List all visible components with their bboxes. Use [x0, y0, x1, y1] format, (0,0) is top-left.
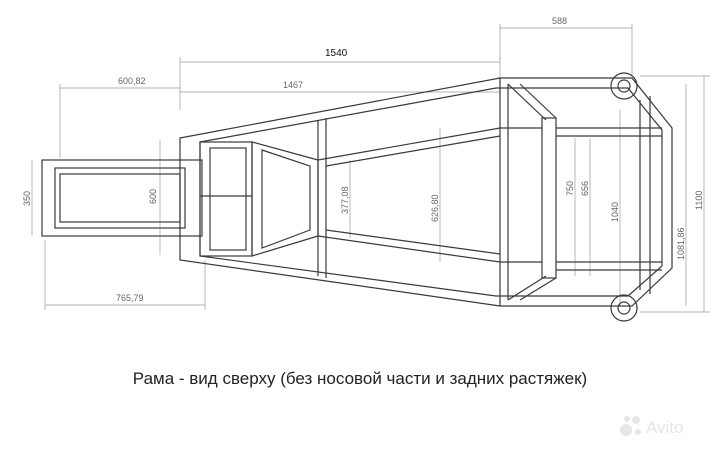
dim-overall-length: 1540	[325, 48, 348, 59]
dim-rear-inner-a: 750	[565, 181, 575, 196]
drawing-caption: Рама - вид сверху (без носовой части и з…	[132, 369, 588, 388]
dim-rear-section: 588	[552, 16, 567, 26]
dim-mid-length: 1467	[283, 80, 303, 90]
dim-inner-narrow: 377,08	[340, 186, 350, 214]
dim-nose-width: 350	[22, 191, 32, 206]
nose-section	[41, 159, 203, 237]
mount-bottom	[610, 294, 638, 322]
mount-top	[610, 72, 638, 100]
dim-tail-overall: 765,79	[116, 293, 144, 303]
dim-rear-outer: 1100	[694, 191, 704, 210]
dim-nose-inner: 600	[148, 189, 158, 204]
main-frame	[179, 77, 673, 307]
dim-rear-total: 1081,86	[676, 227, 686, 260]
dim-inner-wide: 626,80	[430, 194, 440, 222]
watermark: Avito	[618, 412, 710, 445]
avito-logo-icon: Avito	[620, 416, 684, 437]
dim-rear-inner-b: 656	[580, 181, 590, 196]
watermark-text: Avito	[646, 418, 684, 437]
dim-rear-mid: 1040	[610, 202, 620, 222]
frame-outline	[41, 72, 673, 322]
dim-nose-offset: 600,82	[118, 76, 146, 86]
